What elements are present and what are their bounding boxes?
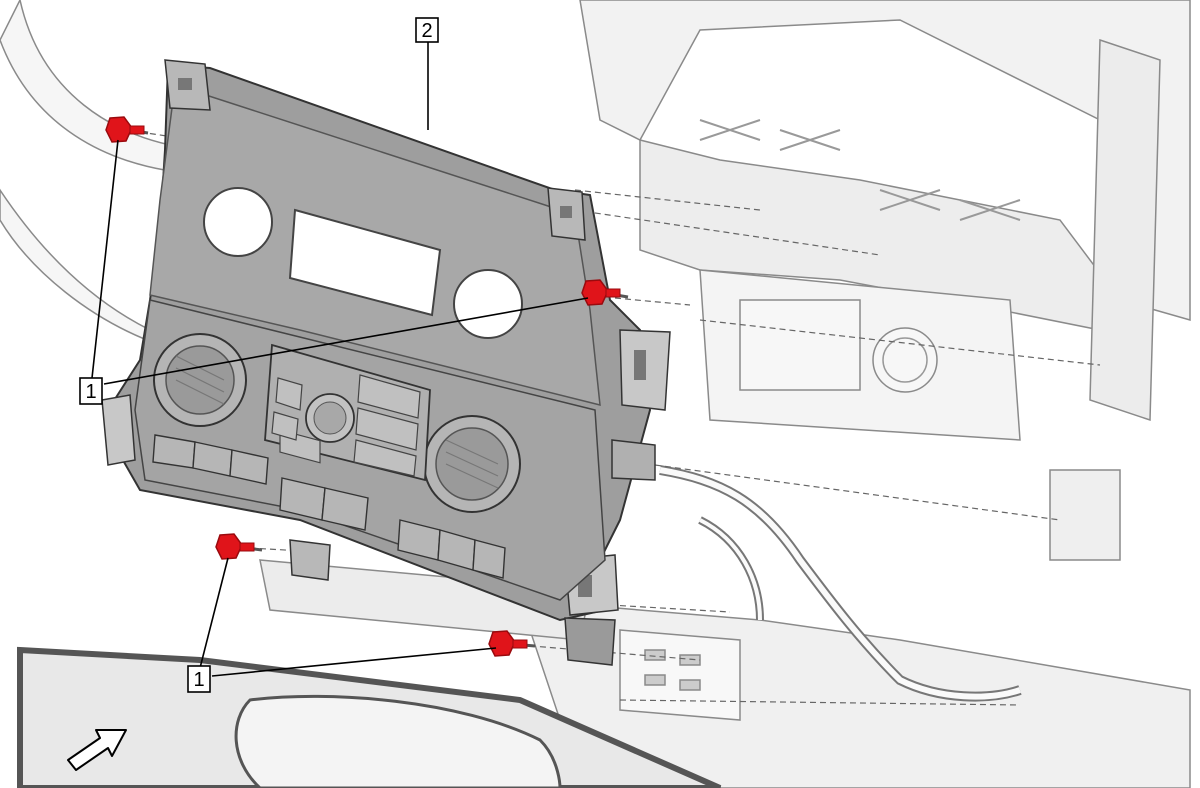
- callout-1-left-label: 1: [85, 381, 96, 403]
- hvac-panel-rear: [739, 299, 861, 391]
- bezel-hole-right: [453, 269, 523, 339]
- hvac-control-bezel: [101, 59, 671, 666]
- dash-vertical-member: [1089, 38, 1161, 422]
- center-buttons: [271, 374, 421, 477]
- right-trim-bracket: [1049, 469, 1121, 561]
- callout-1-bottom-label: 1: [193, 669, 204, 691]
- screw-icon: [105, 116, 149, 143]
- screw-icon: [215, 533, 263, 560]
- bezel-clip-right: [611, 439, 656, 481]
- steering-wheel-spoke: [0, 188, 162, 347]
- callout-2-top: 2: [415, 17, 439, 43]
- lower-left-button-row: [152, 434, 269, 485]
- dash-frame-upper: [579, 0, 1191, 321]
- bezel-tab-lower-left: [289, 539, 331, 581]
- screw-icon: [581, 279, 629, 306]
- dash-cross-members: [699, 119, 1021, 221]
- arrow-right-up-icon: [67, 729, 127, 771]
- leader-lines: [91, 42, 589, 677]
- callout-2-label: 2: [421, 20, 432, 42]
- fasteners: [105, 116, 629, 657]
- bezel-tab-bottom: [564, 617, 616, 666]
- callout-1-bottom: 1: [187, 665, 211, 693]
- bezel-hole-left: [203, 187, 273, 257]
- cup-holder-opening: [234, 694, 562, 788]
- screw-icon: [488, 630, 536, 657]
- lower-right-button-row: [397, 519, 506, 579]
- console-switch-bank: [619, 629, 741, 721]
- bezel-tab-left: [101, 394, 136, 466]
- bezel-display-opening: [288, 208, 442, 317]
- callout-1-left: 1: [79, 377, 103, 405]
- lower-center-button-row: [279, 477, 369, 531]
